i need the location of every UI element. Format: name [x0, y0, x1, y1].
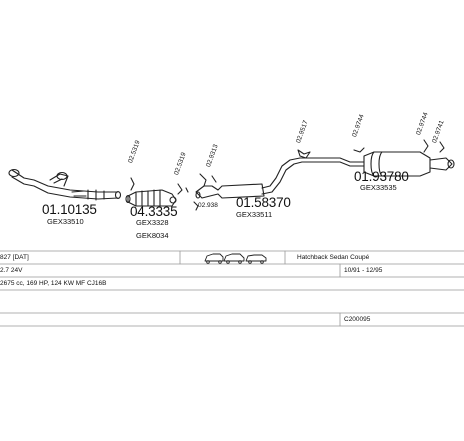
clamp-icon	[199, 173, 217, 187]
gasket-icon	[177, 183, 189, 195]
part-number: 04.3335	[130, 204, 178, 219]
bolt-icon	[130, 177, 135, 191]
catalytic-converter	[125, 189, 177, 207]
part-number: 01.58370	[236, 195, 291, 210]
part-code: GEX33511	[236, 210, 273, 219]
hanger-icon-3	[423, 139, 429, 153]
center-silencer	[195, 157, 303, 199]
hanger-icon-2	[353, 147, 365, 153]
model-name: 827 [DAT]	[0, 254, 29, 261]
engine: 2.7 24V	[0, 267, 23, 274]
part-code: GEX33510	[47, 217, 84, 226]
part-code: GEX3328	[136, 218, 169, 227]
hanger-icon	[297, 149, 311, 159]
front-pipe	[8, 168, 122, 201]
article-number: C200095	[344, 316, 371, 323]
part-number: 01.10135	[42, 202, 97, 217]
engine-spec: 2675 cc, 169 HP, 124 KW MF CJ16B	[0, 280, 107, 287]
hanger-icon-4	[439, 141, 445, 153]
part-code: GEX33535	[360, 183, 397, 192]
bolt-icon-2	[193, 201, 199, 211]
production-years: 10/91 - 12/95	[344, 267, 383, 274]
fitting-number: 02.938	[198, 202, 218, 209]
body-style: Hatchback Sedan Coupé	[297, 254, 370, 261]
part-code: GEK8034	[136, 231, 169, 240]
rear-silencer	[299, 151, 455, 177]
body-style-icons	[204, 253, 267, 264]
part-number: 01.93780	[354, 169, 409, 184]
